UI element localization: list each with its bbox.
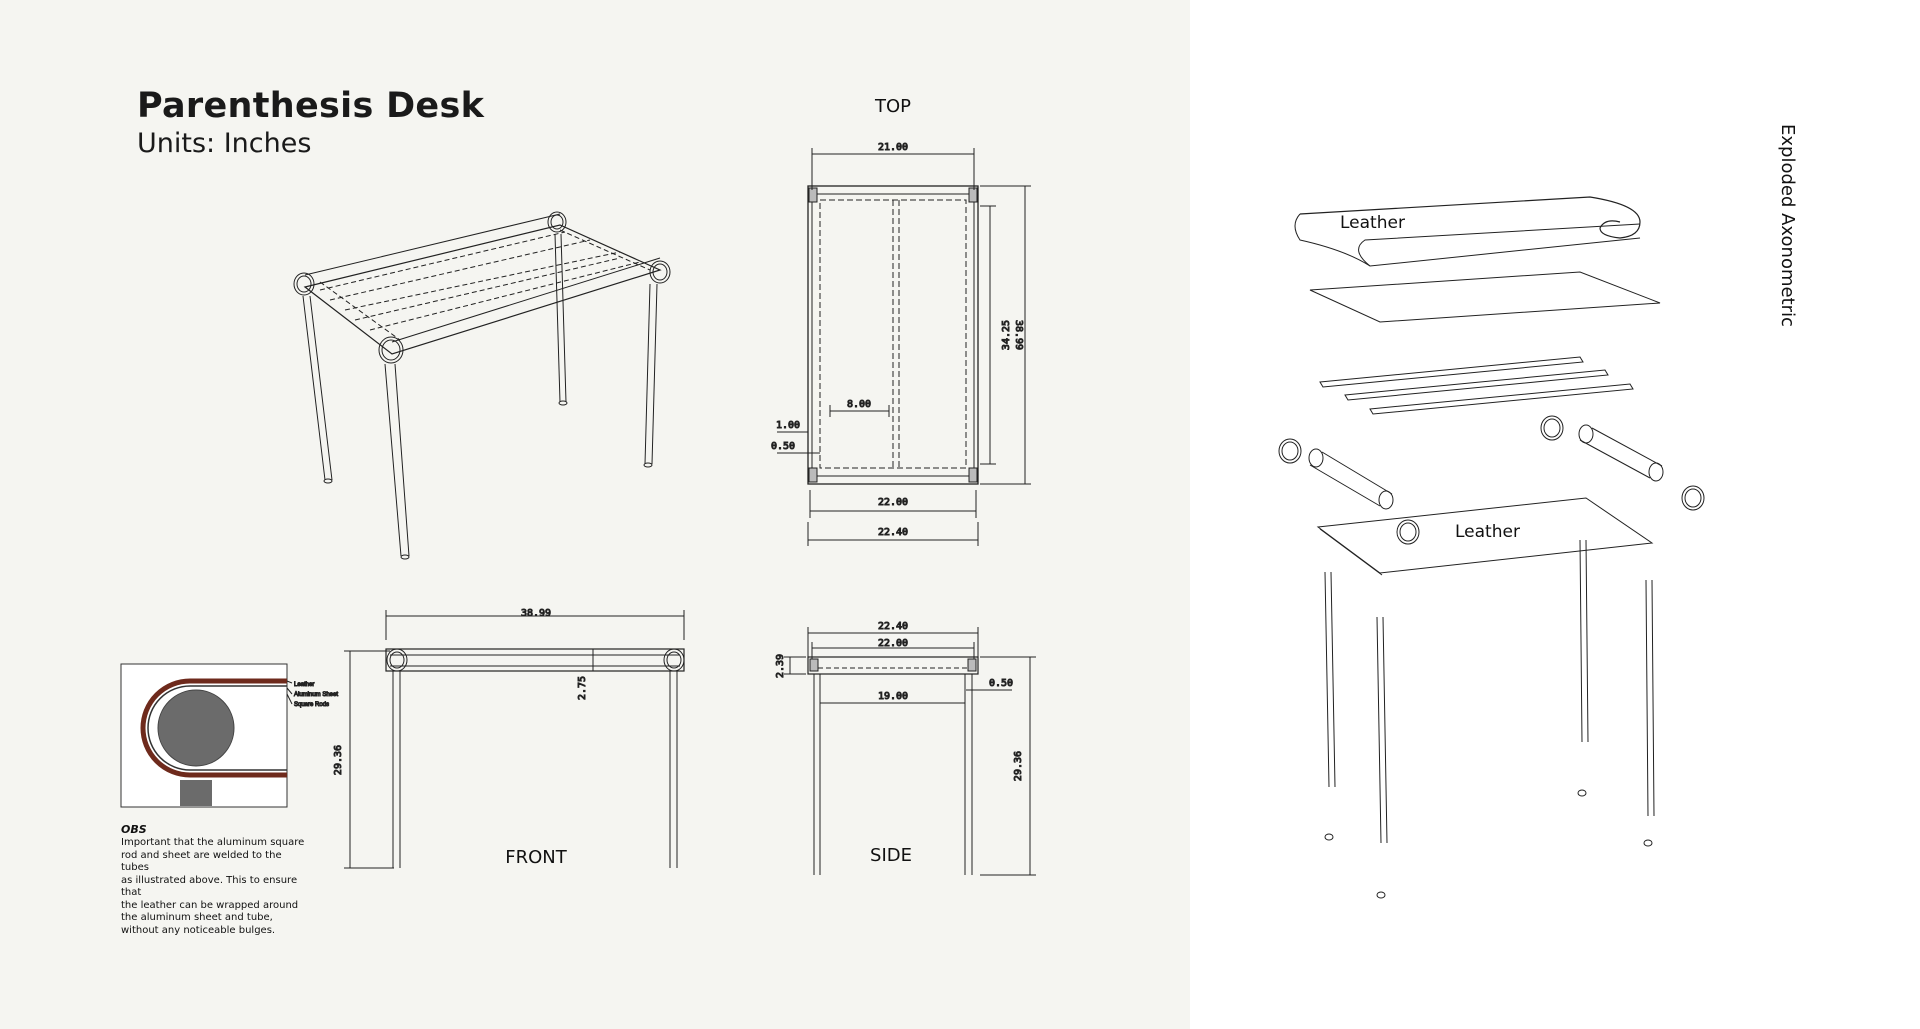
side-view-drawing — [784, 627, 1036, 876]
dim-top-depth-inner: 34.25 — [1001, 320, 1012, 350]
dim-front-length: 38.99 — [521, 608, 551, 619]
dim-side-inner: 19.00 — [878, 691, 908, 702]
dim-front-height: 29.36 — [333, 745, 344, 775]
dim-front-tube-height: 2.75 — [577, 676, 588, 700]
drawing-sheet-right — [1190, 0, 1920, 1029]
view-label-exploded: Exploded Axonometric — [1777, 124, 1798, 327]
leather-label-top: Leather — [1340, 213, 1405, 233]
dim-side-height: 29.36 — [1013, 751, 1024, 781]
detail-legend-leather: Leather — [294, 682, 314, 688]
note-title: OBS — [121, 823, 147, 836]
note-line: Important that the aluminum square — [121, 837, 305, 848]
dim-top-depth-outer: 38.99 — [1013, 320, 1024, 350]
section-detail — [120, 663, 293, 808]
dim-side-gap: 0.50 — [989, 678, 1013, 689]
front-view-drawing — [344, 610, 685, 869]
view-label-side: SIDE — [870, 845, 912, 866]
note-text: Important that the aluminum square rod a… — [121, 837, 311, 937]
dim-top-rod-spacing: 8.00 — [847, 399, 871, 410]
dim-side-width-outer: 22.40 — [878, 621, 908, 632]
dim-top-offset-2: 0.50 — [771, 441, 795, 452]
detail-legend-square-rods: Square Rods — [294, 702, 329, 708]
note-line: rod and sheet are welded to the tubes — [121, 849, 282, 874]
view-label-top: TOP — [874, 96, 912, 117]
dim-top-width-outer: 22.40 — [878, 527, 908, 538]
dim-side-tube: 2.39 — [775, 654, 786, 678]
exploded-axonometric — [1278, 196, 1705, 899]
page-title: Parenthesis Desk — [137, 86, 485, 126]
detail-legend-aluminum-sheet: Aluminum Sheet — [294, 692, 338, 698]
note-line: the leather can be wrapped around — [121, 899, 299, 911]
perspective-desk — [293, 211, 671, 560]
note-line: without any noticeable bulges. — [121, 924, 276, 936]
note-line: as illustrated above. This to ensure tha… — [121, 874, 298, 899]
top-view-drawing — [777, 148, 1031, 546]
leather-label-bottom: Leather — [1455, 522, 1520, 542]
drawing-sheet-left — [0, 0, 1190, 1029]
view-label-front: FRONT — [505, 847, 567, 868]
note-line: the aluminum sheet and tube, — [121, 912, 273, 923]
dim-top-width-mid: 22.00 — [878, 497, 908, 508]
dim-top-width-inner: 21.00 — [878, 142, 908, 153]
units-subtitle: Units: Inches — [137, 128, 312, 159]
dim-top-offset-1: 1.00 — [776, 420, 800, 431]
dim-side-width-mid: 22.00 — [878, 638, 908, 649]
